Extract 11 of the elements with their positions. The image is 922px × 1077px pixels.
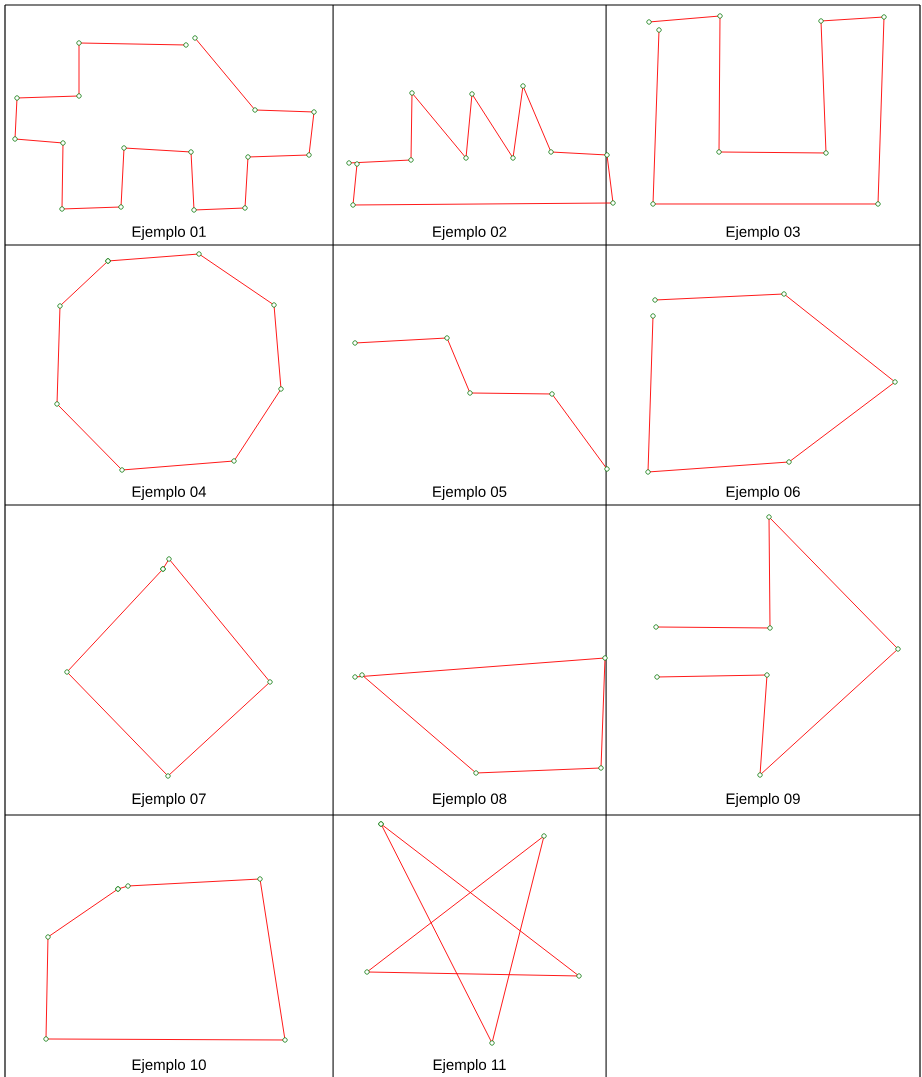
cell-label: Ejemplo 02	[433, 226, 507, 240]
cell-label: Ejemplo 09	[726, 793, 800, 807]
cell-label: Ejemplo 11	[433, 1059, 506, 1073]
cell-label: Ejemplo 01	[132, 226, 206, 240]
cell-label: Ejemplo 05	[433, 486, 507, 500]
cell-label: Ejemplo 06	[726, 486, 800, 500]
cell-label: Ejemplo 04	[132, 486, 207, 500]
cell-label: Ejemplo 10	[132, 1059, 206, 1073]
cell-label: Ejemplo 08	[433, 793, 507, 807]
cell-label: Ejemplo 07	[132, 793, 206, 807]
cell-label: Ejemplo 03	[726, 226, 800, 240]
